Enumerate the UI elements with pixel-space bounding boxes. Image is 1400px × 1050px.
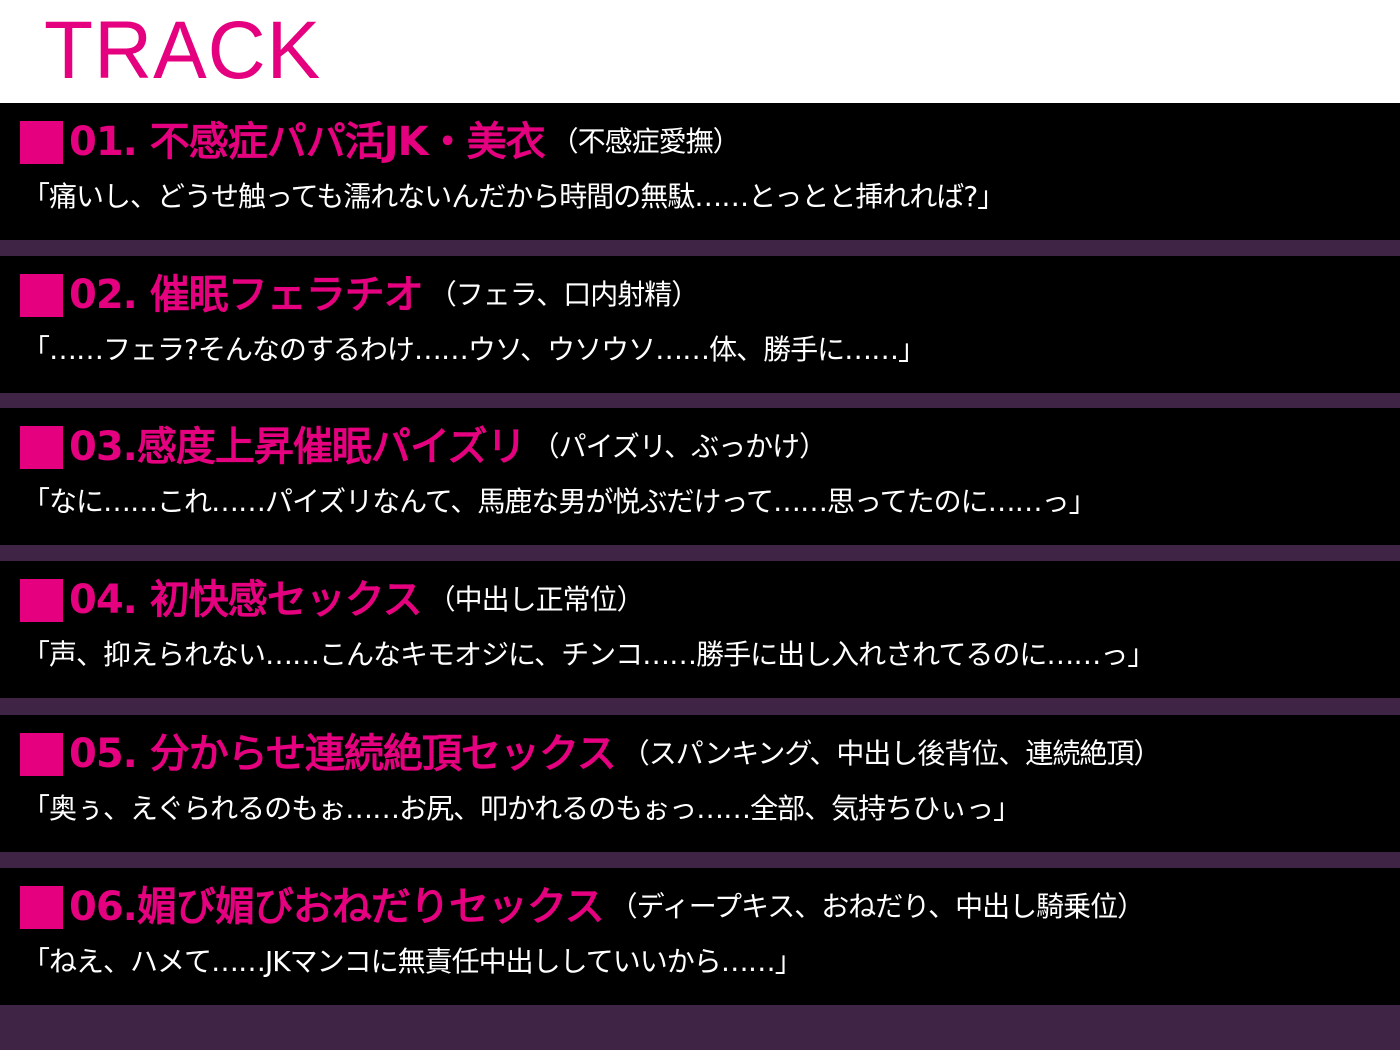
track-title: 05. 分からせ連続絶頂セックス: [69, 731, 617, 777]
square-bullet-icon: [20, 578, 63, 622]
track-tags: （スパンキング、中出し後背位、連続絶頂）: [621, 737, 1162, 770]
track-tags: （不感症愛撫）: [550, 125, 741, 158]
square-bullet-icon: [20, 120, 63, 164]
track-quote: 「なに……これ……パイズリなんて、馬鹿な男が悦ぶだけって……思ってたのに……っ」: [22, 485, 1097, 518]
track-tags: （ディープキス、おねだり、中出し騎乗位）: [609, 890, 1145, 923]
track-item: 02. 催眠フェラチオ （フェラ、口内射精） 「……フェラ?そんなのするわけ………: [0, 256, 1400, 393]
header: TRACK: [0, 0, 1400, 103]
track-item: 01. 不感症パパ活JK・美衣 （不感症愛撫） 「痛いし、どうせ触っても濡れない…: [0, 103, 1400, 240]
track-title: 01. 不感症パパ活JK・美衣: [69, 119, 546, 165]
page-title: TRACK: [44, 5, 322, 96]
track-title: 04. 初快感セックス: [69, 577, 423, 623]
track-quote: 「痛いし、どうせ触っても濡れないんだから時間の無駄……とっとと挿れれば?」: [22, 180, 1005, 213]
track-heading: 05. 分からせ連続絶頂セックス （スパンキング、中出し後背位、連続絶頂）: [20, 730, 1162, 778]
square-bullet-icon: [20, 885, 63, 929]
track-item: 06.媚び媚びおねだりセックス （ディープキス、おねだり、中出し騎乗位） 「ねえ…: [0, 868, 1400, 1005]
track-title: 06.媚び媚びおねだりセックス: [69, 884, 605, 930]
track-quote: 「ねえ、ハメて……JKマンコに無責任中出ししていいから……」: [22, 945, 803, 978]
track-title: 03.感度上昇催眠パイズリ: [69, 424, 527, 470]
track-item: 05. 分からせ連続絶頂セックス （スパンキング、中出し後背位、連続絶頂） 「奥…: [0, 715, 1400, 852]
track-item: 04. 初快感セックス （中出し正常位） 「声、抑えられない……こんなキモオジに…: [0, 561, 1400, 698]
track-tags: （中出し正常位）: [427, 583, 645, 616]
track-quote: 「……フェラ?そんなのするわけ……ウソ、ウソウソ……体、勝手に……」: [22, 333, 926, 366]
track-tags: （パイズリ、ぶっかけ）: [531, 430, 827, 463]
square-bullet-icon: [20, 425, 63, 469]
square-bullet-icon: [20, 273, 63, 317]
track-heading: 02. 催眠フェラチオ （フェラ、口内射精）: [20, 271, 699, 319]
track-heading: 01. 不感症パパ活JK・美衣 （不感症愛撫）: [20, 118, 741, 166]
track-quote: 「奥ぅ、えぐられるのもぉ……お尻、叩かれるのもぉっ……全部、気持ちひぃっ」: [22, 792, 1021, 825]
track-item: 03.感度上昇催眠パイズリ （パイズリ、ぶっかけ） 「なに……これ……パイズリな…: [0, 408, 1400, 545]
track-heading: 03.感度上昇催眠パイズリ （パイズリ、ぶっかけ）: [20, 423, 827, 471]
track-heading: 04. 初快感セックス （中出し正常位）: [20, 576, 645, 624]
track-quote: 「声、抑えられない……こんなキモオジに、チンコ……勝手に出し入れされてるのに………: [22, 638, 1155, 671]
track-title: 02. 催眠フェラチオ: [69, 272, 424, 318]
square-bullet-icon: [20, 732, 63, 776]
track-tags: （フェラ、口内射精）: [428, 278, 699, 311]
track-heading: 06.媚び媚びおねだりセックス （ディープキス、おねだり、中出し騎乗位）: [20, 883, 1145, 931]
